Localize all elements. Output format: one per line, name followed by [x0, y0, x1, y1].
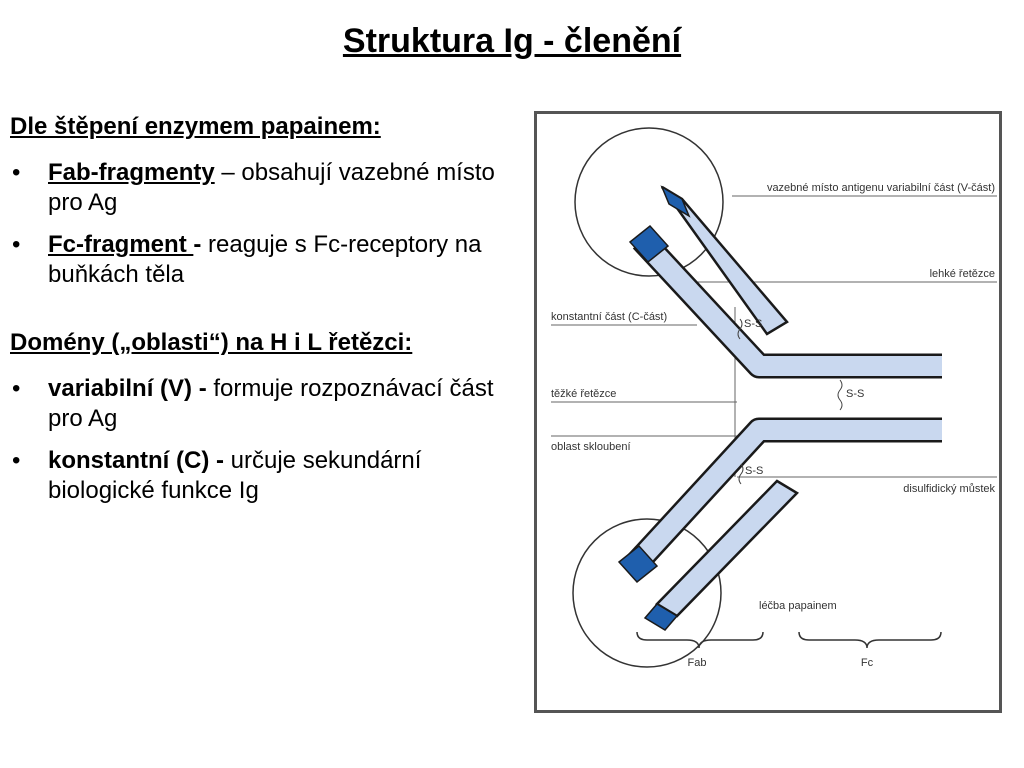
heavy-chain-bottom — [626, 420, 942, 573]
papain-list: • Fab-fragmenty – obsahují vazebné místo… — [10, 158, 530, 290]
heavy-chain-top — [634, 233, 942, 376]
term-constant: konstantní (C) - — [48, 447, 231, 474]
label-fab: Fab — [688, 657, 707, 669]
fc-brace — [798, 631, 942, 649]
disulfide-mark: S-S — [745, 465, 763, 477]
term-separator: – — [214, 159, 242, 186]
bullet-icon: • — [12, 447, 21, 474]
label-binding-site: vazebné místo antigenu variabilní část (… — [767, 182, 995, 194]
list-item: • konstantní (C) - určuje sekundární bio… — [10, 446, 530, 506]
label-light-chain: lehké řetězce — [930, 268, 995, 280]
fab-brace — [636, 631, 764, 649]
text-column: Dle štěpení enzymem papainem: • Fab-frag… — [10, 112, 530, 518]
bullet-icon: • — [12, 375, 21, 402]
item-text: obsahují vazebné místo pro Ag — [48, 159, 495, 216]
list-item: • Fab-fragmenty – obsahují vazebné místo… — [10, 158, 530, 218]
item-text: určuje sekundární biologické funkce Ig — [48, 447, 422, 504]
label-fc: Fc — [861, 657, 874, 669]
bullet-icon: • — [12, 231, 21, 258]
label-hinge: oblast skloubení — [551, 441, 631, 453]
list-item: • variabilní (V) - formuje rozpoznávací … — [10, 374, 530, 434]
list-item: • Fc-fragment - reaguje s Fc-receptory n… — [10, 230, 530, 290]
variable-domain — [617, 544, 659, 584]
page-title: Struktura Ig - členění — [342, 22, 682, 60]
disulfide-bridge — [837, 379, 843, 411]
disulfide-mark: S-S — [744, 318, 762, 330]
disulfide-bridge — [738, 463, 744, 485]
item-text: reaguje s Fc-receptory na buňkách těla — [48, 231, 482, 288]
antigen-site-circle-bottom — [572, 518, 722, 668]
term-fc: Fc-fragment — [48, 231, 194, 258]
bullet-icon: • — [12, 159, 21, 186]
domains-list: • variabilní (V) - formuje rozpoznávací … — [10, 374, 530, 506]
antibody-svg: vazebné místo antigenu variabilní část (… — [551, 127, 997, 669]
antibody-diagram: vazebné místo antigenu variabilní část (… — [534, 111, 1002, 713]
antigen-site-circle-top — [574, 127, 724, 277]
label-heavy-chain: těžké řetězce — [551, 388, 616, 400]
disulfide-mark: S-S — [846, 388, 864, 400]
variable-domain — [643, 603, 679, 631]
label-constant-part: konstantní část (C-část) — [551, 311, 667, 323]
item-text: formuje rozpoznávací část pro Ag — [48, 375, 494, 432]
label-disulfide: disulfidický můstek — [903, 483, 995, 495]
leader-lines — [551, 195, 997, 478]
term-separator: - — [193, 231, 209, 258]
variable-domain — [660, 185, 691, 218]
term-variable: variabilní (V) - — [48, 375, 214, 402]
disulfide-bridges — [737, 318, 843, 485]
label-papain: léčba papainem — [759, 600, 837, 612]
section-heading-domains: Domény („oblasti“) na H i L řetězci: — [10, 329, 413, 356]
variable-domain — [628, 224, 670, 264]
disulfide-bridge — [737, 318, 743, 340]
term-fab: Fab-fragmenty — [48, 159, 215, 186]
section-heading-papain: Dle štěpení enzymem papainem: — [10, 113, 381, 140]
